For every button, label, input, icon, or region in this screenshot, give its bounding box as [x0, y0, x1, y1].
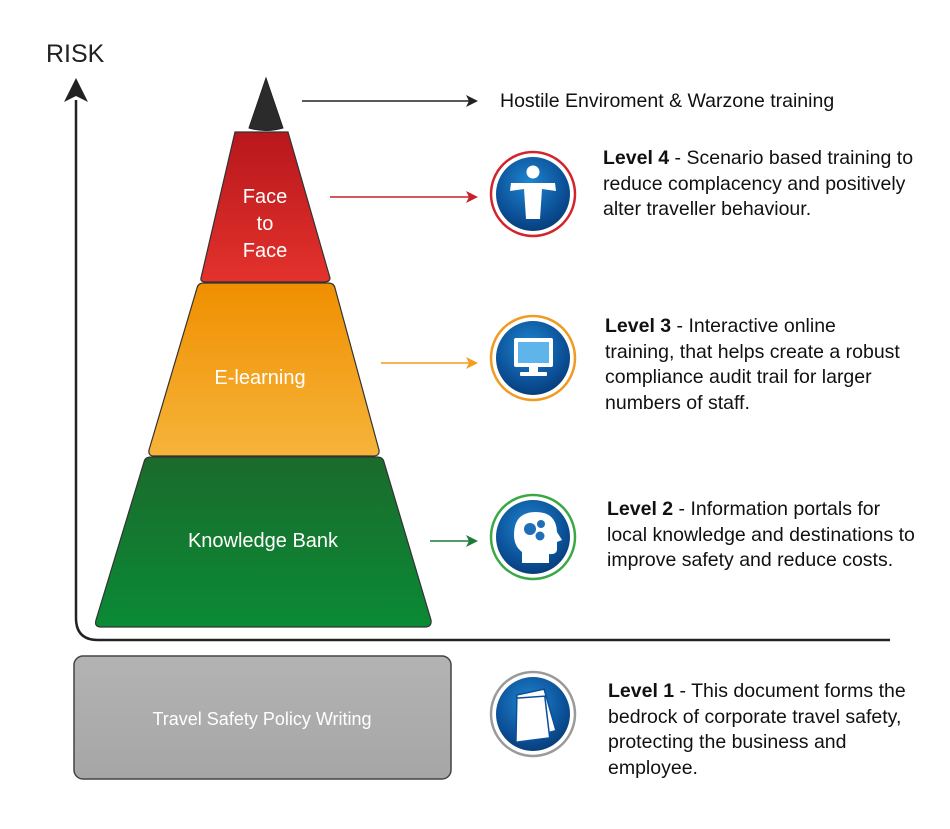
- level3-description: Level 3 - Interactive online training, t…: [605, 314, 905, 416]
- tier-knowledge-bank: [94, 456, 432, 628]
- level2-description: Level 2 - Information portals for local …: [607, 497, 917, 574]
- tier-e-learning: [148, 282, 380, 457]
- level1-title: Level 1: [608, 680, 675, 702]
- level3-icon-badge: [489, 314, 577, 402]
- axis-arrow-head: [64, 78, 88, 102]
- tier-face-label-3: Face: [243, 240, 287, 262]
- tier-face-label-1: Face: [243, 186, 287, 208]
- level4-icon-badge: [489, 150, 577, 238]
- risk-axis-line: [74, 100, 890, 642]
- level4-text: - Scenario based training to reduce comp…: [603, 147, 914, 220]
- tier-knowledge-label: Knowledge Bank: [188, 530, 339, 552]
- level1-description: Level 1 - This document forms the bedroc…: [608, 679, 923, 781]
- tip-arrow-head: [466, 95, 478, 107]
- tier-face-label-2: to: [257, 213, 274, 235]
- level3-text: - Interactive online training, that help…: [605, 315, 900, 414]
- level1-icon-badge: [489, 670, 577, 758]
- level1-text: - This document forms the bedrock of cor…: [608, 680, 906, 779]
- tier-face-to-face: [200, 131, 331, 283]
- tier-elearning-label: E-learning: [214, 367, 305, 389]
- level2-title: Level 2: [607, 498, 674, 520]
- level2-text: - Information portals for local knowledg…: [607, 498, 915, 571]
- level2-arrow-head: [466, 535, 478, 547]
- level2-icon-badge: [489, 493, 577, 581]
- base-policy-label: Travel Safety Policy Writing: [152, 709, 371, 729]
- pyramid-tip: [248, 76, 284, 131]
- document-icon: [515, 688, 557, 744]
- axis-label: RISK: [46, 40, 105, 68]
- person-icon: [510, 165, 556, 219]
- level3-arrow-head: [466, 357, 478, 369]
- tip-label: Hostile Enviroment & Warzone training: [500, 90, 834, 112]
- level3-title: Level 3: [605, 315, 672, 337]
- level4-description: Level 4 - Scenario based training to red…: [603, 146, 923, 223]
- monitor-icon: [514, 338, 553, 376]
- base-policy-block: [73, 655, 452, 780]
- level4-arrow-head: [466, 191, 478, 203]
- head-icon: [514, 512, 562, 563]
- level4-title: Level 4: [603, 147, 670, 169]
